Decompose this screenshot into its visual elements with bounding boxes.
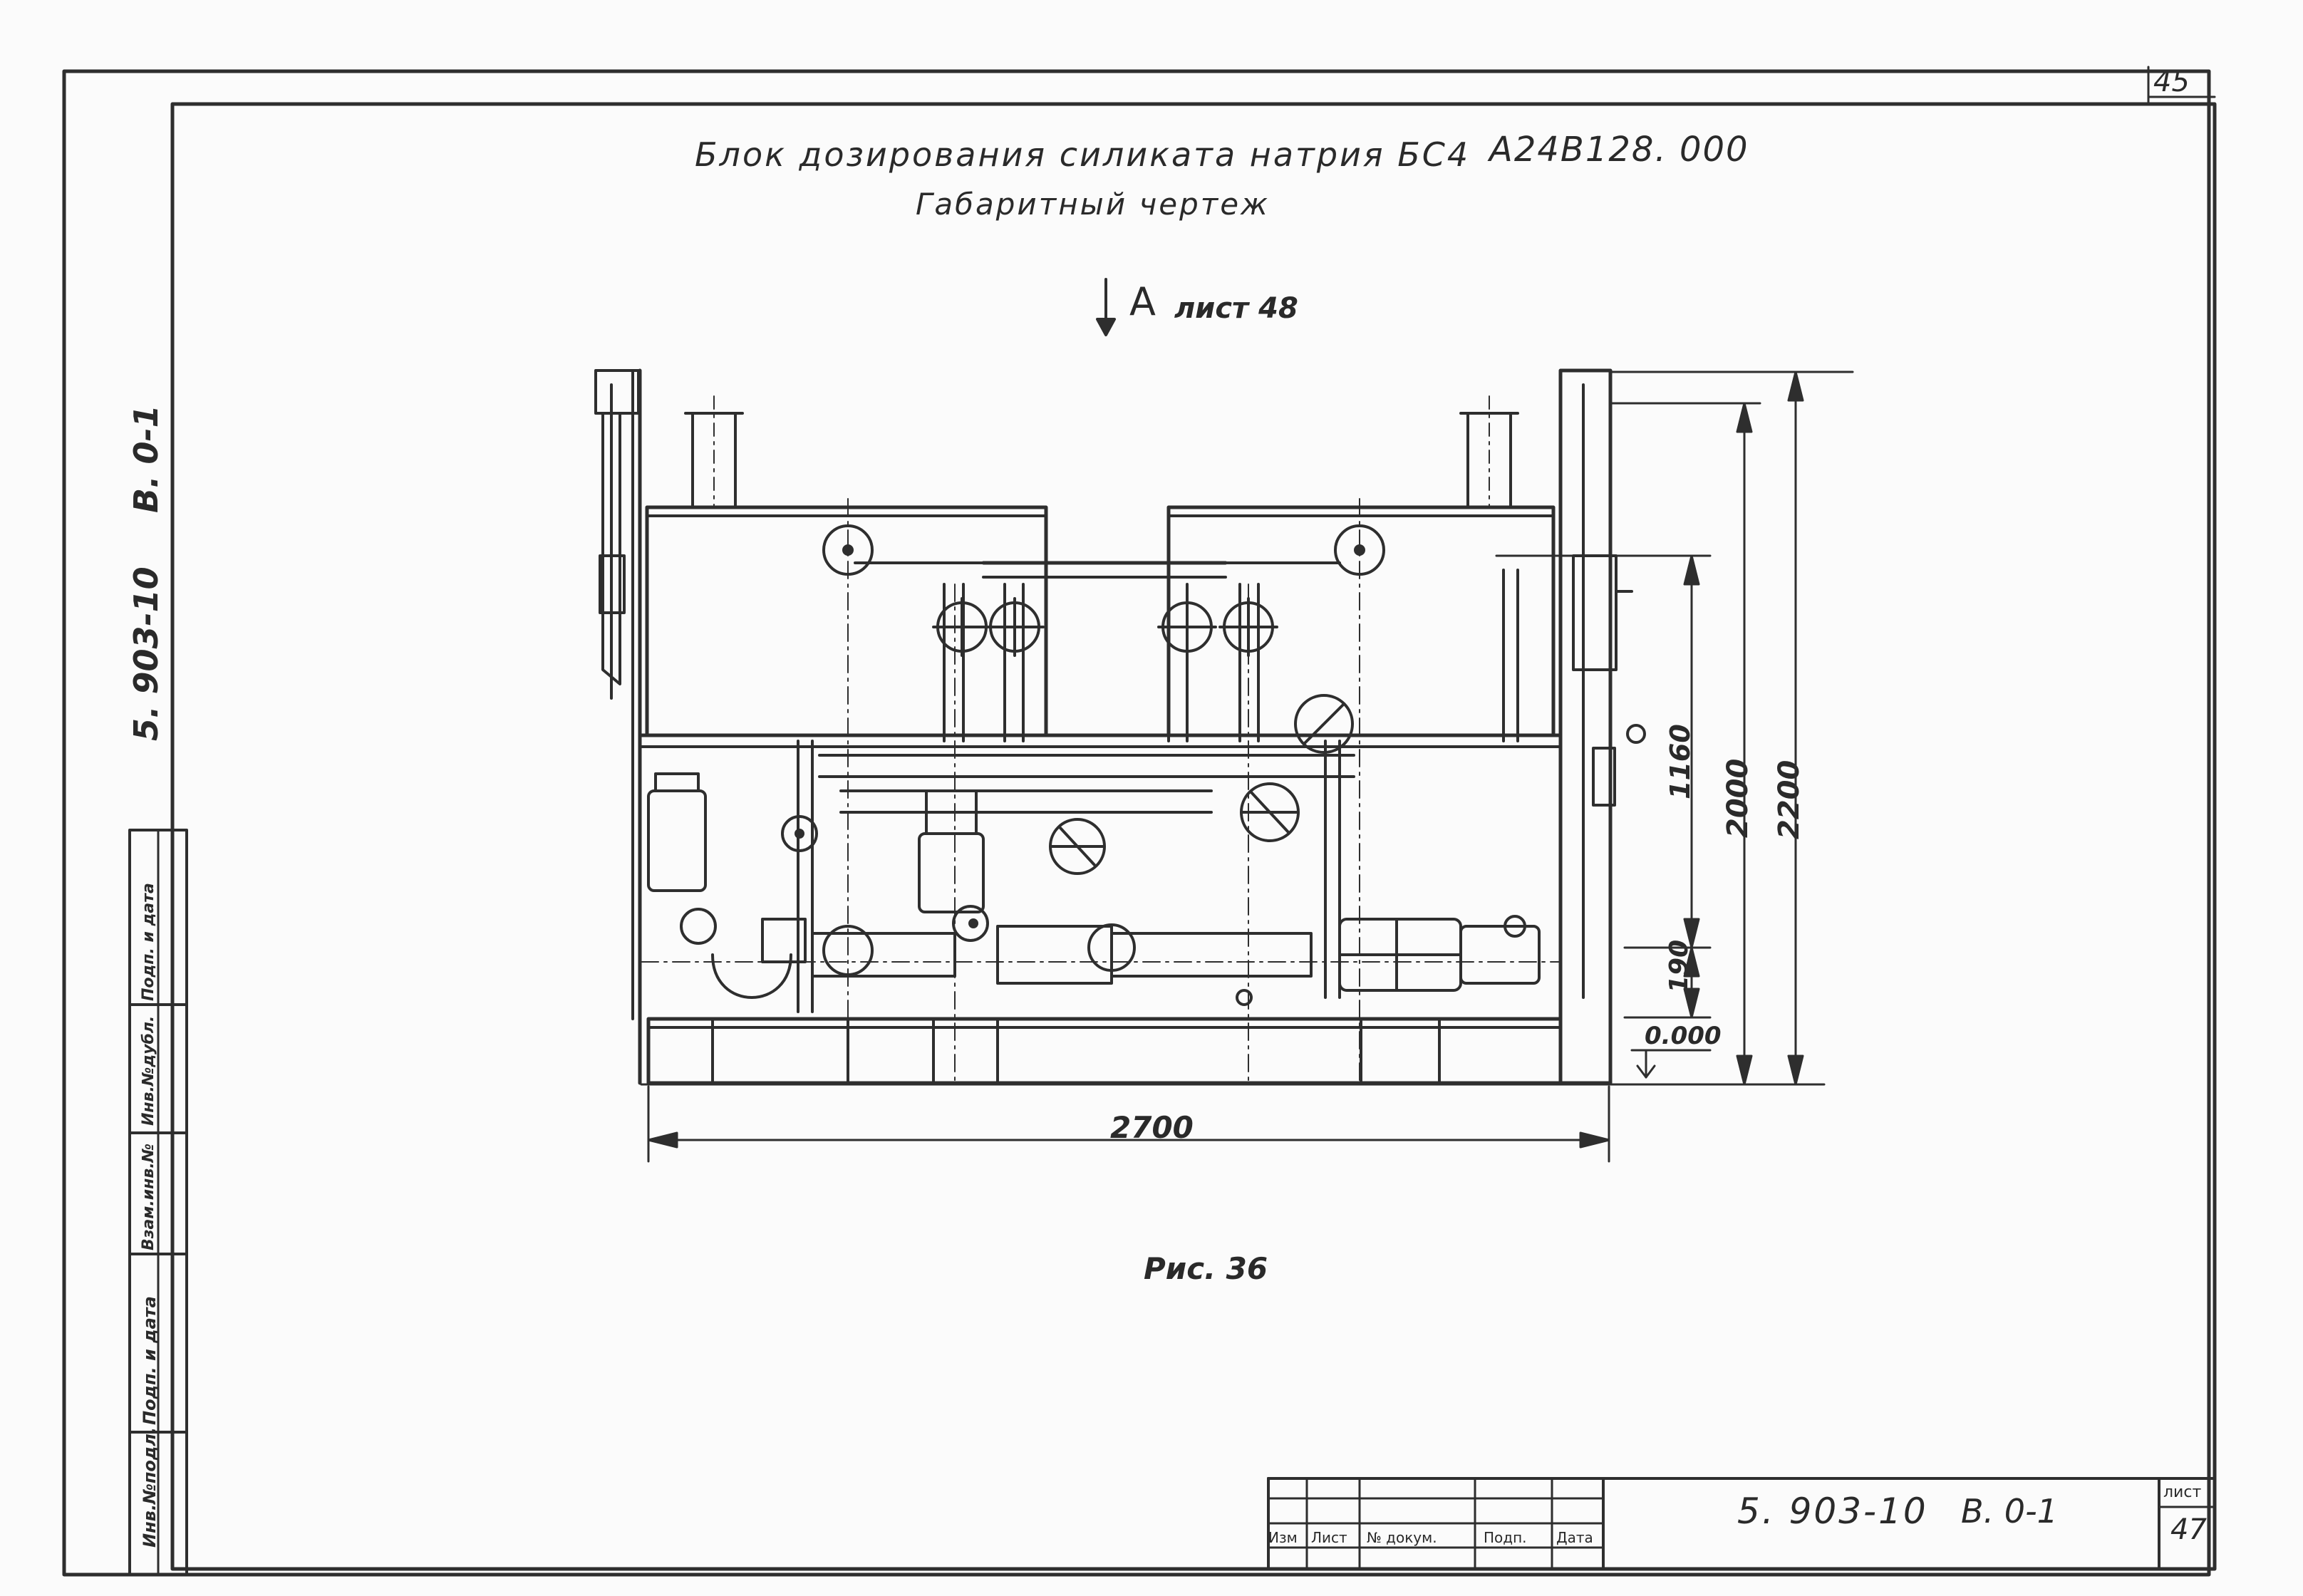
- equipment-tank-left: [645, 395, 1048, 737]
- equipment-tank-right: [1166, 395, 1556, 737]
- figure-caption: Рис. 36: [1144, 1251, 1268, 1286]
- title-block-header-doc: № докум.: [1367, 1529, 1437, 1546]
- title-block-header-date: Дата: [1556, 1529, 1593, 1546]
- margin-strip-frame: [128, 829, 188, 1576]
- title-block-doc-sheet: В. 0-1: [1961, 1492, 2058, 1530]
- view-sheet-reference: лист 48: [1174, 292, 1298, 325]
- title-block-sheet-number: 47: [2170, 1513, 2207, 1546]
- sheet-border: [62, 66, 2217, 1577]
- dimension-line-1160: [1495, 554, 1712, 1019]
- view-arrow-a: [1096, 278, 1116, 336]
- view-marker-label: А: [1129, 279, 1156, 324]
- title-block-sheet-label: лист: [2163, 1483, 2202, 1501]
- drawing-title: Блок дозирования силиката натрия БС4: [695, 135, 1471, 174]
- dimension-line-2000: [1609, 402, 1761, 1086]
- dimension-line-2700: [647, 1085, 1610, 1163]
- title-block-frame: [1267, 1477, 2216, 1570]
- title-block-header-sign: Подп.: [1484, 1529, 1527, 1546]
- title-block-header-rev: Изм: [1268, 1529, 1298, 1546]
- equipment-left-stand: [594, 368, 642, 1085]
- dimension-level-zero: 0.000: [1645, 1022, 1722, 1050]
- dimension-line-2200: [1609, 370, 1811, 1086]
- drawing-subtitle: Габаритный чертеж: [916, 187, 1270, 222]
- equipment-right-stand: [1558, 368, 1854, 1085]
- equipment-centerlines: [641, 498, 1561, 1084]
- level-mark-zero: [1609, 1049, 1712, 1086]
- equipment-pipe-headers: [639, 561, 1563, 814]
- equipment-pump-motor-right: [1338, 915, 1541, 992]
- equipment-pump-motor-left: [647, 772, 1313, 999]
- drawing-code: А24В128. 000: [1489, 130, 1749, 170]
- title-block-header-sheet: Лист: [1311, 1529, 1347, 1546]
- title-block-doc-code: 5. 903-10: [1737, 1491, 1928, 1532]
